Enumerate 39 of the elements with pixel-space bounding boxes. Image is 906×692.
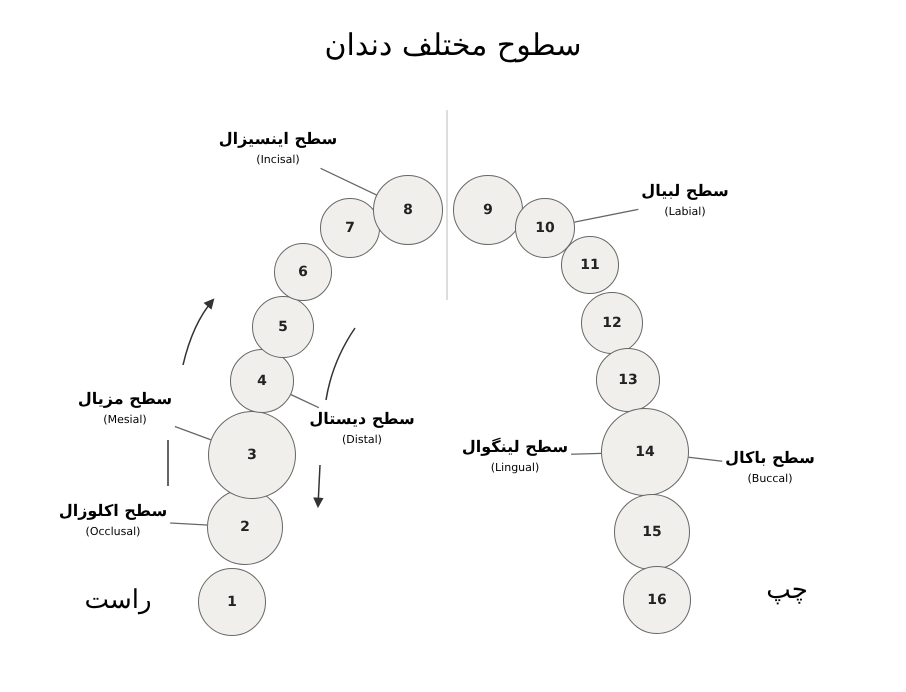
leader-line bbox=[574, 208, 638, 223]
surface-term: (Buccal) bbox=[748, 472, 792, 485]
surface-name: سطح لینگوال bbox=[462, 437, 568, 456]
tooth: 3 bbox=[208, 411, 296, 499]
surface-name: سطح دیستال bbox=[309, 409, 415, 428]
surface-term: (Labial) bbox=[664, 205, 706, 218]
tooth: 13 bbox=[596, 348, 660, 412]
title: سطوح مختلف دندان bbox=[324, 28, 582, 63]
surface-term: (Lingual) bbox=[490, 461, 540, 474]
leader-line bbox=[571, 452, 602, 455]
tooth: 9 bbox=[453, 175, 523, 245]
tooth: 8 bbox=[373, 175, 443, 245]
tooth: 15 bbox=[614, 494, 690, 570]
surface-name: سطح لبیال bbox=[641, 181, 729, 200]
surface-name: سطح مزیال bbox=[78, 389, 172, 408]
surface-term: (Mesial) bbox=[103, 413, 147, 426]
surface-term: (Incisal) bbox=[256, 153, 300, 166]
tooth: 5 bbox=[252, 296, 314, 358]
tooth: 1 bbox=[198, 568, 266, 636]
tooth: 10 bbox=[515, 198, 575, 258]
leader-line bbox=[290, 394, 320, 408]
tooth: 4 bbox=[230, 349, 294, 413]
surface-term: (Distal) bbox=[342, 433, 382, 446]
side-label: چپ bbox=[766, 575, 808, 605]
leader-line bbox=[320, 168, 377, 196]
leader-line bbox=[688, 456, 722, 462]
surface-term: (Occlusal) bbox=[86, 525, 140, 538]
surface-name: سطح اکلوزال bbox=[58, 501, 168, 520]
side-label: راست bbox=[84, 585, 152, 615]
tooth: 14 bbox=[601, 408, 689, 496]
tooth: 12 bbox=[581, 292, 643, 354]
surface-name: سطح اینسیزال bbox=[218, 129, 338, 148]
surface-name: سطح باکال bbox=[725, 448, 815, 467]
leader-line bbox=[174, 426, 211, 440]
leader-line bbox=[170, 522, 208, 526]
tooth: 7 bbox=[320, 198, 380, 258]
tooth: 16 bbox=[623, 566, 691, 634]
tooth: 11 bbox=[561, 236, 619, 294]
tooth: 6 bbox=[274, 243, 332, 301]
